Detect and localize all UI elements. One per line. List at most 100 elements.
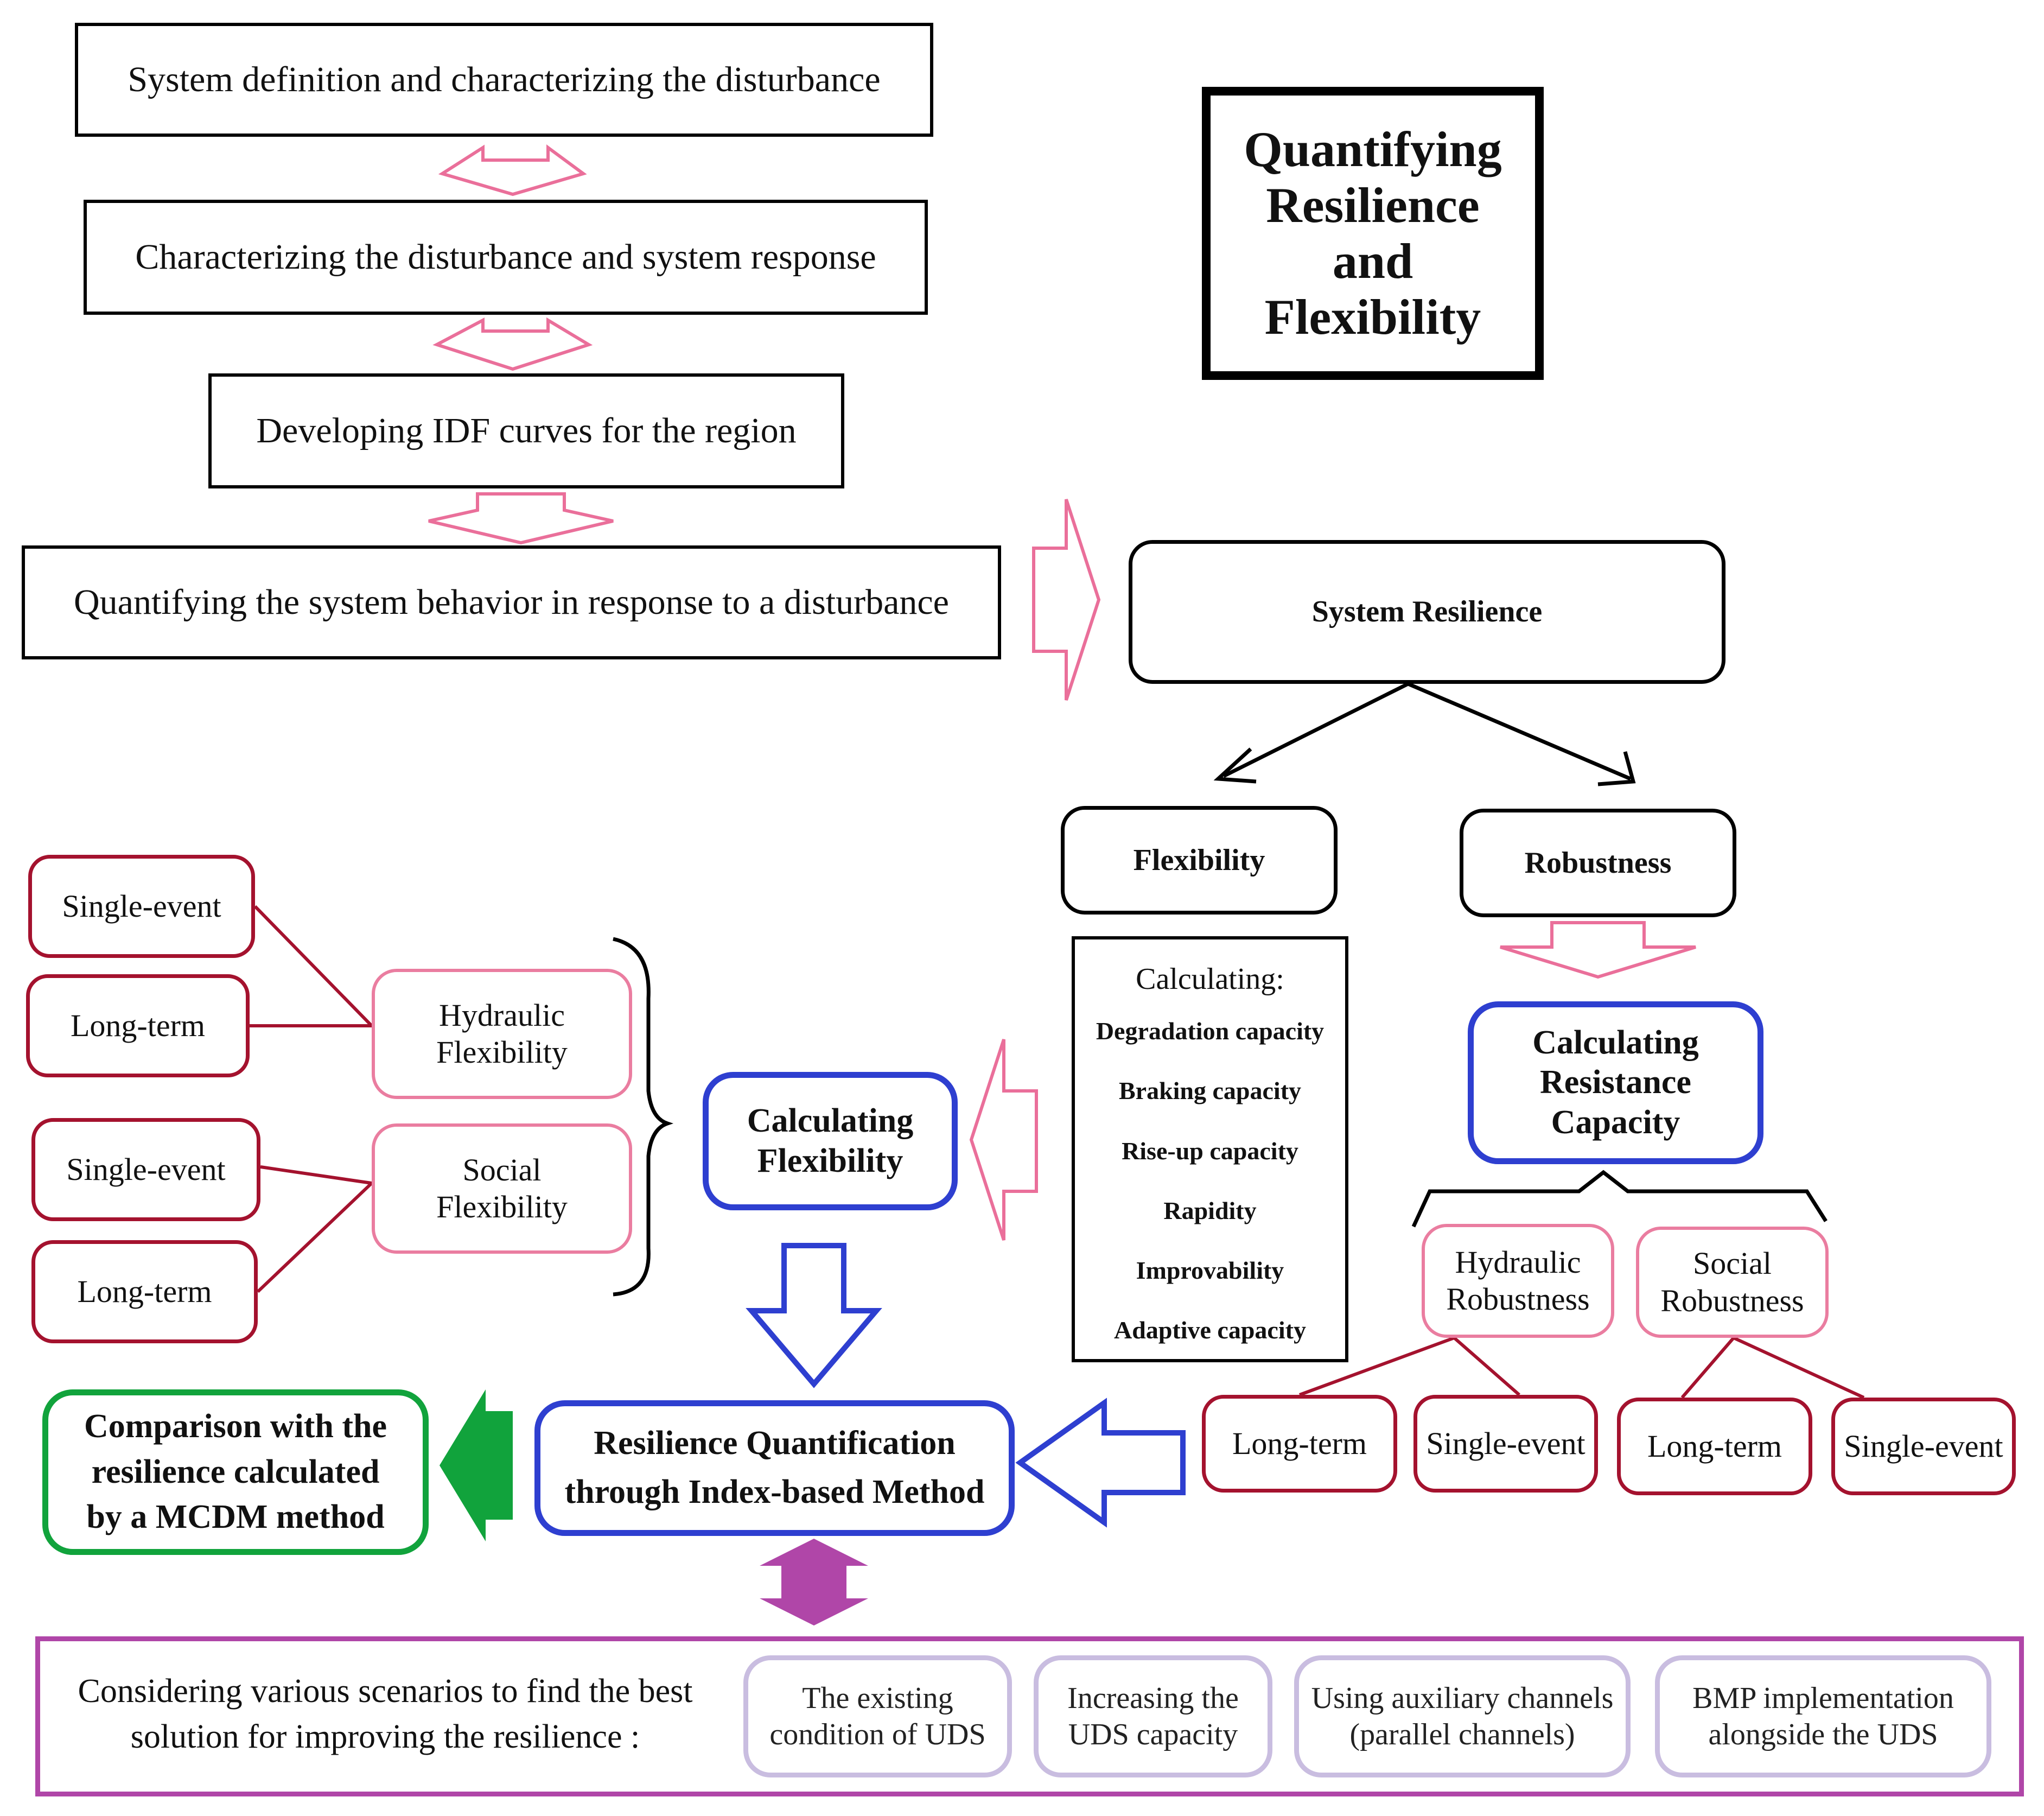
calc-item-braking: Braking capacity bbox=[1118, 1077, 1302, 1105]
calc-flexibility-line-2: Flexibility bbox=[757, 1142, 903, 1179]
rob-long-term-1: Long-term bbox=[1202, 1395, 1397, 1493]
hydraulic-flexibility-line-2: Flexibility bbox=[436, 1034, 568, 1070]
blue-left-arrow bbox=[1015, 1398, 1186, 1528]
scenarios-intro: Considering various scenarios to find th… bbox=[49, 1669, 722, 1760]
calc-item-degradation: Degradation capacity bbox=[1096, 1017, 1325, 1045]
calculating-list-box: Calculating: Degradation capacity Brakin… bbox=[1072, 936, 1348, 1362]
title-line-2: Resilience bbox=[1266, 177, 1480, 233]
rob-long-term-2-label: Long-term bbox=[1647, 1428, 1782, 1464]
comparison-line-1: Comparison with the bbox=[84, 1407, 387, 1445]
link-socrob-se bbox=[1733, 1336, 1865, 1399]
calc-item-rise-up: Rise-up capacity bbox=[1122, 1136, 1298, 1165]
calc-resistance-box: Calculating Resistance Capacity bbox=[1468, 1001, 1763, 1164]
calc-item-improvability: Improvability bbox=[1136, 1256, 1284, 1285]
robustness-label: Robustness bbox=[1524, 846, 1672, 880]
robustness-bracket bbox=[1411, 1170, 1827, 1228]
green-left-arrow bbox=[440, 1389, 488, 1541]
flexibility-box: Flexibility bbox=[1061, 806, 1338, 915]
down-arrow-1 bbox=[438, 144, 587, 196]
system-resilience-label: System Resilience bbox=[1311, 595, 1543, 629]
calc-resistance-line-2: Resistance bbox=[1540, 1064, 1691, 1101]
rob-single-event-1-label: Single-event bbox=[1426, 1425, 1585, 1461]
scenario-existing-condition: The existing condition of UDS bbox=[743, 1655, 1012, 1777]
scenario-bmp-implementation: BMP implementation alongside the UDS bbox=[1655, 1655, 1991, 1777]
scenario-1-line-1: The existing bbox=[802, 1681, 953, 1716]
resilience-quantification-box: Resilience Quantification through Index-… bbox=[534, 1400, 1015, 1536]
step-1-text: System definition and characterizing the… bbox=[128, 60, 881, 100]
scenario-4-line-2: alongside the UDS bbox=[1708, 1717, 1938, 1751]
flexibility-label: Flexibility bbox=[1133, 843, 1265, 877]
social-flexibility-line-1: Social bbox=[462, 1152, 542, 1188]
scenario-1-line-2: condition of UDS bbox=[769, 1717, 986, 1751]
comparison-line-2: resilience calculated bbox=[91, 1453, 380, 1490]
calc-item-adaptive: Adaptive capacity bbox=[1114, 1316, 1306, 1344]
scenario-3-line-1: Using auxiliary channels bbox=[1311, 1681, 1614, 1716]
step-quantifying-behavior: Quantifying the system behavior in respo… bbox=[22, 545, 1001, 659]
step-3-text: Developing IDF curves for the region bbox=[256, 411, 797, 451]
hydraulic-robustness-line-2: Robustness bbox=[1446, 1281, 1590, 1317]
title-line-4: Flexibility bbox=[1264, 289, 1481, 345]
title-box: Quantifying Resilience and Flexibility bbox=[1202, 87, 1544, 380]
step-idf-curves: Developing IDF curves for the region bbox=[208, 373, 844, 488]
comparison-line-3: by a MCDM method bbox=[86, 1498, 385, 1536]
hydraulic-robustness-box: Hydraulic Robustness bbox=[1422, 1224, 1614, 1338]
blue-down-arrow bbox=[746, 1243, 882, 1388]
flex-single-event-2-label: Single-event bbox=[66, 1151, 226, 1187]
green-arrow-shaft bbox=[477, 1411, 513, 1520]
social-flexibility-box: Social Flexibility bbox=[372, 1123, 632, 1254]
scenarios-intro-line-2: solution for improving the resilience : bbox=[130, 1718, 640, 1755]
social-flexibility-line-2: Flexibility bbox=[436, 1189, 568, 1224]
arrowhead-flexibility bbox=[1213, 747, 1257, 784]
scenario-increasing-capacity: Increasing the UDS capacity bbox=[1034, 1655, 1272, 1777]
flex-long-term-2-label: Long-term bbox=[77, 1273, 212, 1309]
rob-single-event-1: Single-event bbox=[1413, 1395, 1598, 1493]
rob-long-term-2: Long-term bbox=[1617, 1398, 1812, 1495]
down-arrow-3 bbox=[428, 492, 614, 545]
hydraulic-flexibility-box: Hydraulic Flexibility bbox=[372, 969, 632, 1099]
system-resilience-box: System Resilience bbox=[1129, 540, 1725, 684]
scenarios-intro-line-1: Considering various scenarios to find th… bbox=[78, 1673, 693, 1710]
social-robustness-box: Social Robustness bbox=[1636, 1227, 1829, 1338]
flex-long-term-1: Long-term bbox=[26, 974, 250, 1077]
link-socrob-lt bbox=[1680, 1337, 1735, 1399]
down-arrow-robustness bbox=[1500, 921, 1696, 979]
link-lt2-socflex bbox=[256, 1182, 373, 1293]
calc-resistance-line-1: Calculating bbox=[1532, 1024, 1699, 1062]
step-4-text: Quantifying the system behavior in respo… bbox=[74, 582, 949, 623]
link-hydrob-lt bbox=[1298, 1336, 1455, 1396]
scenario-2-line-1: Increasing the bbox=[1067, 1681, 1239, 1716]
flex-single-event-2: Single-event bbox=[31, 1118, 260, 1221]
scenario-2-line-2: UDS capacity bbox=[1068, 1717, 1238, 1751]
left-arrow-to-calc-flexibility bbox=[969, 1039, 1038, 1241]
title-line-1: Quantifying bbox=[1244, 121, 1502, 177]
calc-flexibility-box: Calculating Flexibility bbox=[703, 1072, 958, 1210]
arrow-to-robustness bbox=[1407, 682, 1632, 781]
step-characterizing-response: Characterizing the disturbance and syste… bbox=[84, 200, 928, 315]
right-arrow-to-resilience bbox=[1032, 499, 1101, 701]
calculating-heading: Calculating: bbox=[1136, 962, 1284, 996]
flex-single-event-1: Single-event bbox=[28, 855, 255, 958]
scenario-3-line-2: (parallel channels) bbox=[1349, 1717, 1575, 1751]
flex-long-term-1-label: Long-term bbox=[70, 1007, 206, 1043]
rob-single-event-2: Single-event bbox=[1831, 1398, 2016, 1495]
calc-item-rapidity: Rapidity bbox=[1163, 1196, 1257, 1224]
flex-long-term-2: Long-term bbox=[31, 1240, 258, 1343]
down-arrow-2 bbox=[432, 317, 593, 371]
calc-flexibility-line-1: Calculating bbox=[747, 1102, 914, 1140]
social-robustness-line-1: Social bbox=[1693, 1246, 1772, 1281]
arrowhead-robustness bbox=[1597, 751, 1636, 786]
curly-brace bbox=[613, 937, 674, 1297]
link-se2-socflex bbox=[260, 1165, 372, 1185]
comparison-box: Comparison with the resilience calculate… bbox=[42, 1389, 429, 1555]
hydraulic-robustness-line-1: Hydraulic bbox=[1455, 1244, 1581, 1280]
step-2-text: Characterizing the disturbance and syste… bbox=[135, 237, 876, 277]
link-se1-hydflex bbox=[253, 905, 373, 1027]
scenario-auxiliary-channels: Using auxiliary channels (parallel chann… bbox=[1294, 1655, 1631, 1777]
robustness-box: Robustness bbox=[1460, 809, 1736, 917]
social-robustness-line-2: Robustness bbox=[1660, 1282, 1804, 1318]
flex-single-event-1-label: Single-event bbox=[62, 888, 221, 924]
title-line-3: and bbox=[1332, 233, 1413, 289]
rob-long-term-1-label: Long-term bbox=[1232, 1425, 1367, 1461]
rob-single-event-2-label: Single-event bbox=[1844, 1428, 2003, 1464]
